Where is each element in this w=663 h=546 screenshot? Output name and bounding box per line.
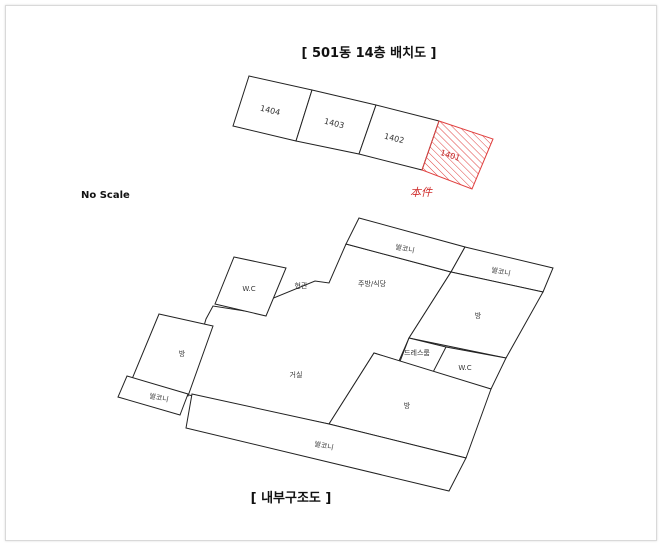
room-label: 방 [179, 349, 186, 358]
room-label: 주방/식당 [358, 279, 387, 288]
room-left [131, 313, 214, 397]
room-label: 방 [475, 311, 482, 320]
floor-plan: 발코니 발코니 W.C 현관 주방/식당 방 드레스룸 W.C 방 거실 발코니… [117, 217, 554, 492]
floor-plan-title: [ 내부구조도 ] [251, 490, 332, 506]
balcony-left [117, 375, 189, 416]
room-label: W.C [458, 364, 471, 372]
room-label: 발코니 [314, 439, 335, 452]
room-label: 현관 [295, 281, 308, 290]
layout-title: [ 501동 14층 배치도 ] [301, 45, 436, 61]
unit-1401-highlighted [421, 120, 494, 190]
subject-mark: 本件 [410, 186, 433, 199]
drawing-sheet: [ 501동 14층 배치도 ] 1404 1403 1402 1401 本件 … [5, 5, 657, 541]
site-plan-canvas: [ 501동 14층 배치도 ] 1404 1403 1402 1401 本件 … [81, 45, 554, 506]
room-label: 발코니 [395, 242, 416, 255]
room-label: 방 [404, 401, 411, 410]
wc-left [214, 256, 287, 317]
room-label: 거실 [290, 370, 303, 379]
unit-layout: 1404 1403 1402 1401 本件 [232, 75, 494, 199]
balcony-bottom [185, 393, 467, 492]
room-label: W.C [242, 285, 255, 293]
scale-note: No Scale [81, 190, 130, 201]
room-label: 발코니 [491, 265, 512, 278]
room-label: 드레스룸 [404, 348, 430, 357]
room-label: 발코니 [149, 391, 170, 404]
